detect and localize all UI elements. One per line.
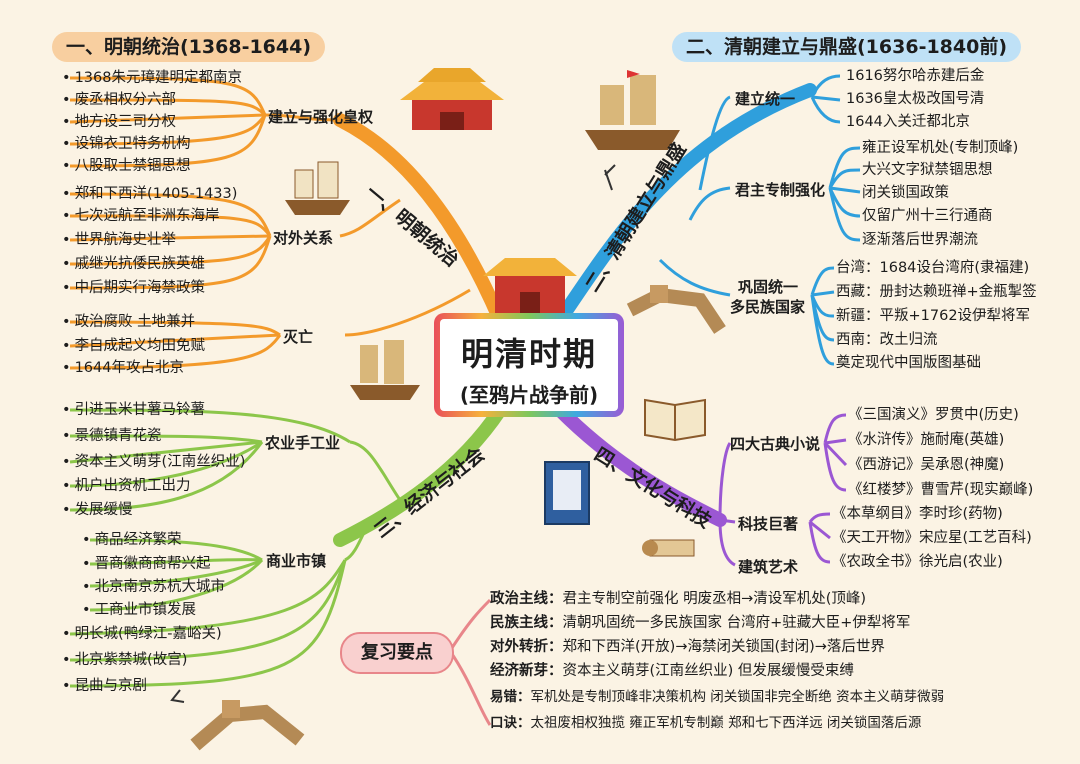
qing-item: 西藏：册封达赖班禅+金瓶掣签 xyxy=(836,284,1037,300)
econ-main-branch xyxy=(333,403,507,547)
qing-header: 二、清朝建立与鼎盛(1636-1840前) xyxy=(672,32,1022,62)
econ-item: 明长城(鸭绿江-嘉峪关) xyxy=(62,624,222,645)
review-line: 经济新芽：资本主义萌芽(江南丝织业) 但发展缓慢受束缚 xyxy=(490,663,854,679)
qing-item: 闭关锁国政策 xyxy=(862,185,949,201)
culture-item: 《三国演义》罗贯中(历史) xyxy=(848,407,1019,423)
review-line: 政治主线：君主专制空前强化 明废丞相→清设军机处(顶峰) xyxy=(490,591,867,607)
culture-group-label-3: 建筑艺术 xyxy=(738,558,799,576)
ming-item: 1644年攻占北京 xyxy=(62,358,184,379)
qing-main-branch xyxy=(553,83,817,327)
arrow-up-decoration xyxy=(604,164,616,176)
econ-item: 资本主义萌芽(江南丝织业) xyxy=(62,452,246,473)
culture-item: 《水浒传》施耐庵(英雄) xyxy=(848,432,1005,448)
center-node: 明清时期 (至鸦片战争前) xyxy=(434,313,624,417)
culture-item: 《农政全书》徐光启(农业) xyxy=(832,554,1003,570)
econ-group-label-2: 商业市镇 xyxy=(266,552,327,570)
review-line: 易错：军机处是专制顶峰非决策机构 闭关锁国非完全断绝 资本主义萌芽微弱 xyxy=(490,689,945,705)
culture-item: 《本草纲目》李时珍(药物) xyxy=(832,506,1003,522)
culture-item: 《天工开物》宋应星(工艺百科) xyxy=(832,530,1032,546)
scroll-illustration xyxy=(642,539,695,557)
ming-branch-3 xyxy=(344,288,471,337)
culture-group-label-1: 四大古典小说 xyxy=(730,435,821,453)
ming-item: 郑和下西洋(1405-1433) xyxy=(62,184,238,205)
review-branch-2 xyxy=(448,650,492,726)
econ-item: 景德镇青花瓷 xyxy=(62,426,162,447)
culture-group-label-2: 科技巨著 xyxy=(738,515,799,533)
culture-item: 《红楼梦》曹雪芹(现实巅峰) xyxy=(848,482,1034,498)
qing-item: 奠定现代中国版图基础 xyxy=(836,355,981,371)
ming-item: 世界航海史壮举 xyxy=(62,230,177,251)
econ-item: 北京南京苏杭大城市 xyxy=(82,577,226,598)
qing-item: 逐渐落后世界潮流 xyxy=(862,232,978,248)
ming-group-label-3: 灭亡 xyxy=(283,328,314,346)
ming-item: 八股取士禁锢思想 xyxy=(62,156,191,177)
qing-group-label-3b: 多民族国家 xyxy=(730,298,806,316)
forbidden-city-illustration xyxy=(400,68,504,130)
qing-item: 西南：改土归流 xyxy=(836,332,938,348)
review-line: 民族主线：清朝巩固统一多民族国家 台湾府+驻藏大臣+伊犁将军 xyxy=(490,615,911,631)
qing-item: 1616努尔哈赤建后金 xyxy=(846,68,985,84)
econ-item: 工商业市镇发展 xyxy=(82,600,197,621)
qing-item: 雍正设军机处(专制顶峰) xyxy=(862,140,1019,156)
ming-header: 一、明朝统治(1368-1644) xyxy=(52,32,326,62)
great-wall-illustration xyxy=(626,285,726,334)
econ-group-label-1: 农业手工业 xyxy=(265,434,341,452)
culture-item: 《西游记》吴承恩(神魔) xyxy=(848,457,1005,473)
econ-item: 晋商徽商商帮兴起 xyxy=(82,554,211,575)
ming-group-label-2: 对外关系 xyxy=(273,229,334,247)
qing-item: 大兴文字狱禁锢思想 xyxy=(862,162,993,178)
econ-item: 机户出资机工出力 xyxy=(62,476,191,497)
great-wall-bottom-illustration xyxy=(190,700,305,751)
ming-branch-1 xyxy=(264,113,341,122)
palace-gate-illustration xyxy=(483,258,577,315)
ming-ship-illustration xyxy=(285,161,350,215)
qing-item: 1636皇太极改国号清 xyxy=(846,91,985,107)
ming-item: 李自成起义均田免赋 xyxy=(62,336,206,357)
econ-item: 商品经济繁荣 xyxy=(82,530,182,551)
ancient-book-illustration xyxy=(544,461,590,525)
center-subtitle: (至鸦片战争前) xyxy=(459,383,599,407)
ming-item: 废丞相权分六部 xyxy=(62,90,177,111)
econ-item: 北京紫禁城(故宫) xyxy=(62,650,188,671)
econ-item: 发展缓慢 xyxy=(62,500,133,521)
ming-main-branch xyxy=(333,113,507,327)
qing-group-label-1: 建立统一 xyxy=(735,90,796,108)
open-book-illustration xyxy=(644,398,706,442)
arrow-down-decoration xyxy=(170,689,185,703)
ming-item: 设锦衣卫特务机构 xyxy=(62,134,191,155)
qing-item: 1644入关迁都北京 xyxy=(846,114,970,130)
ming-branch-2 xyxy=(339,198,401,238)
qing-group-label-3a: 巩固统一 xyxy=(738,278,799,296)
review-line: 口诀：太祖废相权独揽 雍正军机专制巅 郑和七下西洋远 闭关锁国落后源 xyxy=(490,715,922,731)
qing-item: 仅留广州十三行通商 xyxy=(862,208,993,224)
qing-group-label-2: 君主专制强化 xyxy=(735,181,826,199)
econ-item: 引进玉米甘薯马铃薯 xyxy=(62,400,206,421)
ming-item: 政治腐败 土地兼并 xyxy=(62,312,196,333)
ming-item: 中后期实行海禁政策 xyxy=(62,278,206,299)
review-badge: 复习要点 xyxy=(340,632,454,674)
ming-group-label-1: 建立与强化皇权 xyxy=(268,108,374,126)
treasure-ship-illustration xyxy=(350,340,420,400)
review-branch xyxy=(448,598,492,652)
junk-ship-illustration xyxy=(585,70,680,191)
ming-item: 地方设三司分权 xyxy=(62,112,177,133)
culture-main-branch xyxy=(553,403,727,527)
qing-item: 新疆：平叛+1762设伊犁将军 xyxy=(836,308,1031,324)
center-title: 明清时期 xyxy=(460,335,597,373)
qing-item: 台湾：1684设台湾府(隶福建) xyxy=(836,260,1030,276)
review-line: 对外转折：郑和下西洋(开放)→海禁闭关锁国(封闭)→落后世界 xyxy=(490,639,885,655)
ming-item: 七次远航至非洲东海岸 xyxy=(62,206,220,227)
ming-item: 戚继光抗倭民族英雄 xyxy=(62,254,206,275)
ming-item: 1368朱元璋建明定都南京 xyxy=(62,68,242,89)
econ-item: 昆曲与京剧 xyxy=(62,676,148,697)
